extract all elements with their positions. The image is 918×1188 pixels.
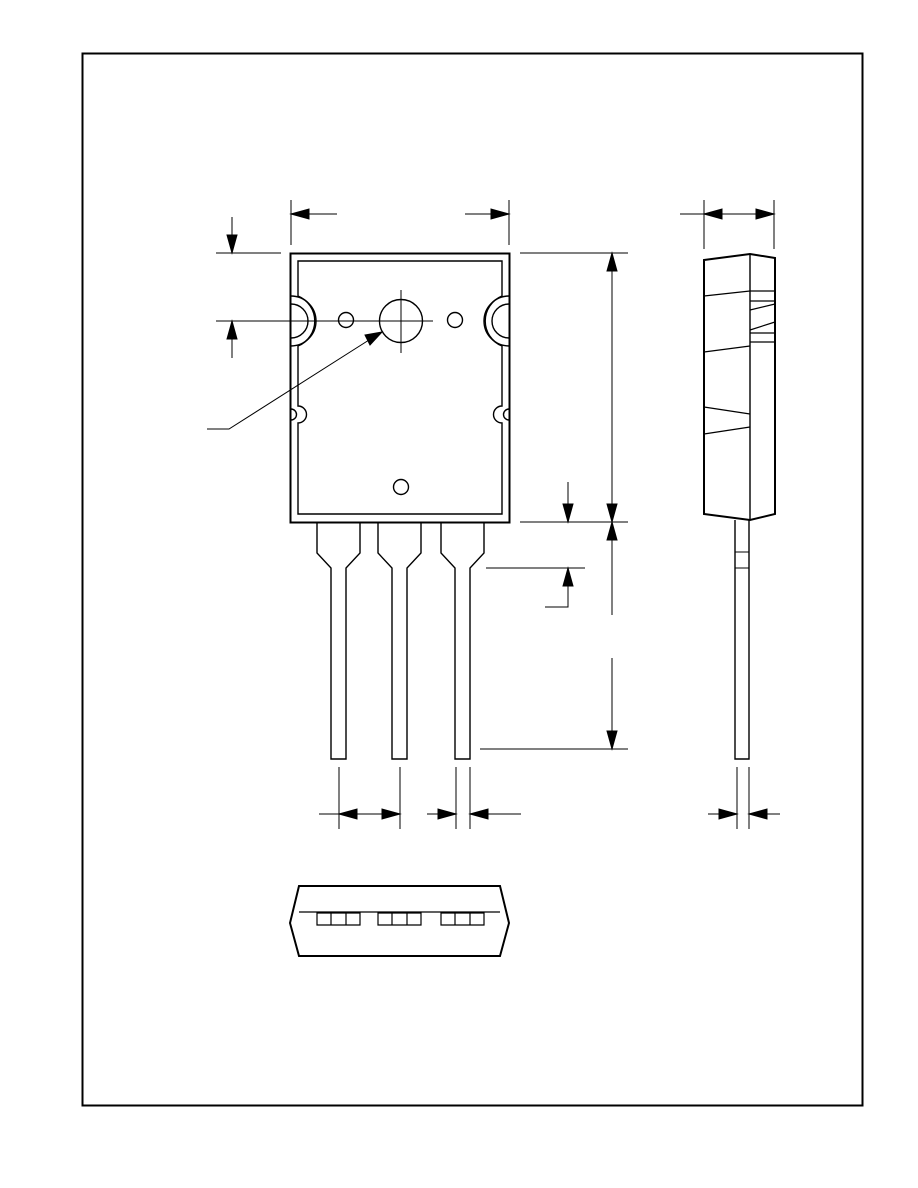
pin-hole-left [339,313,354,328]
arrowhead [470,809,488,819]
body-inner-outline [298,261,502,514]
pin-hole-bottom [394,480,409,495]
arrowhead [704,209,722,219]
arrowhead [563,568,573,586]
arrowhead [563,504,573,522]
arrowhead [607,522,617,540]
hole-callout-leader [207,333,380,429]
right-large-notch [484,296,509,346]
page-frame [83,54,863,1106]
arrowhead [365,332,382,345]
front-dimensions [207,200,628,829]
body-outline [291,254,510,523]
lead-pad-group-3 [441,913,484,925]
arrowhead [491,209,509,219]
side-lead [735,520,749,759]
lead-2 [378,523,421,759]
arrowhead [749,809,767,819]
lead-3 [441,523,484,759]
side-dimensions [680,200,780,829]
arrowhead [227,321,237,339]
arrowhead [607,253,617,271]
right-small-notch [504,409,510,420]
arrowhead [438,809,456,819]
arrowhead [227,235,237,253]
lead-pad-group-2 [378,913,421,925]
lead-1 [317,523,360,759]
arrowhead [607,504,617,522]
arrowhead [339,809,357,819]
bottom-lead-pads [317,913,484,925]
arrowhead [756,209,774,219]
front-view [216,254,510,760]
arrowhead [291,209,309,219]
shoulder-dimension-lower [545,568,568,607]
arrowhead [382,809,400,819]
bottom-view [290,886,509,956]
arrowhead [719,809,737,819]
arrowhead [607,731,617,749]
left-small-notch [291,409,297,420]
right-large-notch-inner [492,304,509,338]
pin-hole-right [448,313,463,328]
side-view [704,254,775,759]
lead-pad-group-1 [317,913,360,925]
bottom-body-outline [290,886,509,956]
side-body-outline [704,254,775,520]
side-mold-lines [704,291,775,434]
